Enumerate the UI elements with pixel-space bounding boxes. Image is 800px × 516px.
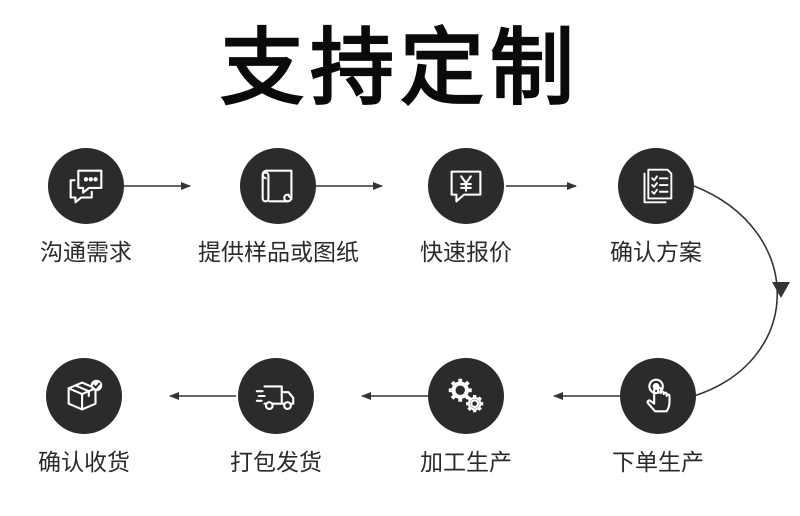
step-label: 确认方案 <box>610 240 702 266</box>
step-place-order: 下单生产 <box>578 358 738 478</box>
step-circle <box>240 148 316 224</box>
chat-bubbles-icon <box>69 169 103 204</box>
connector-curve <box>693 185 779 397</box>
step-label: 下单生产 <box>612 450 704 476</box>
step-quick-quote: 快速报价 <box>386 148 546 268</box>
package-check-icon <box>67 379 103 411</box>
step-circle <box>428 358 504 434</box>
step-circle <box>46 358 122 434</box>
step-confirm-receipt: 确认收货 <box>4 358 164 478</box>
step-circle <box>428 148 504 224</box>
step-circle <box>238 358 314 434</box>
step-provide-samples: 提供样品或图纸 <box>198 148 359 268</box>
step-label: 快速报价 <box>420 240 512 266</box>
yen-quote-icon <box>450 170 482 203</box>
step-label: 提供样品或图纸 <box>198 240 359 266</box>
step-confirm-plan: 确认方案 <box>576 148 736 268</box>
page-title: 支持定制 <box>219 19 580 117</box>
step-circle <box>48 148 124 224</box>
step-label: 加工生产 <box>420 450 512 476</box>
step-circle <box>620 358 696 434</box>
step-processing: 加工生产 <box>386 358 546 478</box>
document-checklist-icon <box>643 168 673 204</box>
gears-icon <box>448 378 484 413</box>
hand-tap-icon <box>646 378 671 413</box>
step-label: 确认收货 <box>38 450 130 476</box>
step-communicate: 沟通需求 <box>6 148 166 268</box>
delivery-truck-icon <box>255 385 295 410</box>
step-pack-ship: 打包发货 <box>196 358 356 478</box>
step-label: 打包发货 <box>230 450 322 476</box>
drawing-scroll-icon <box>261 169 293 203</box>
arrowhead <box>772 282 790 298</box>
step-circle <box>618 148 694 224</box>
step-label: 沟通需求 <box>40 240 132 266</box>
